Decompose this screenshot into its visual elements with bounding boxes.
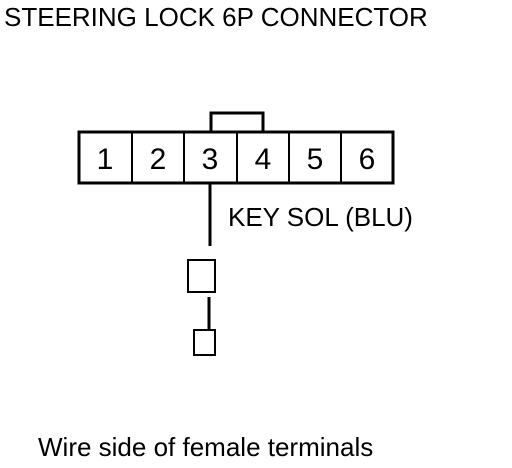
pin-4-number: 4 [255,143,272,176]
pin-2-number: 2 [150,143,167,176]
diagram-caption: Wire side of female terminals [38,432,373,462]
probe-upper-block [187,259,216,293]
pin-5-number: 5 [307,143,324,176]
connector-body: 1 2 3 4 5 6 [77,130,395,185]
probe-lower-block [193,329,216,356]
connector-latch [209,111,265,132]
pin-6-number: 6 [359,143,376,176]
diagram-title: STEERING LOCK 6P CONNECTOR [4,2,428,32]
probe-symbol [187,259,216,356]
pin-1-number: 1 [97,143,114,176]
pin-3-number: 3 [202,143,219,176]
wire-label: KEY SOL (BLU) [228,202,413,232]
